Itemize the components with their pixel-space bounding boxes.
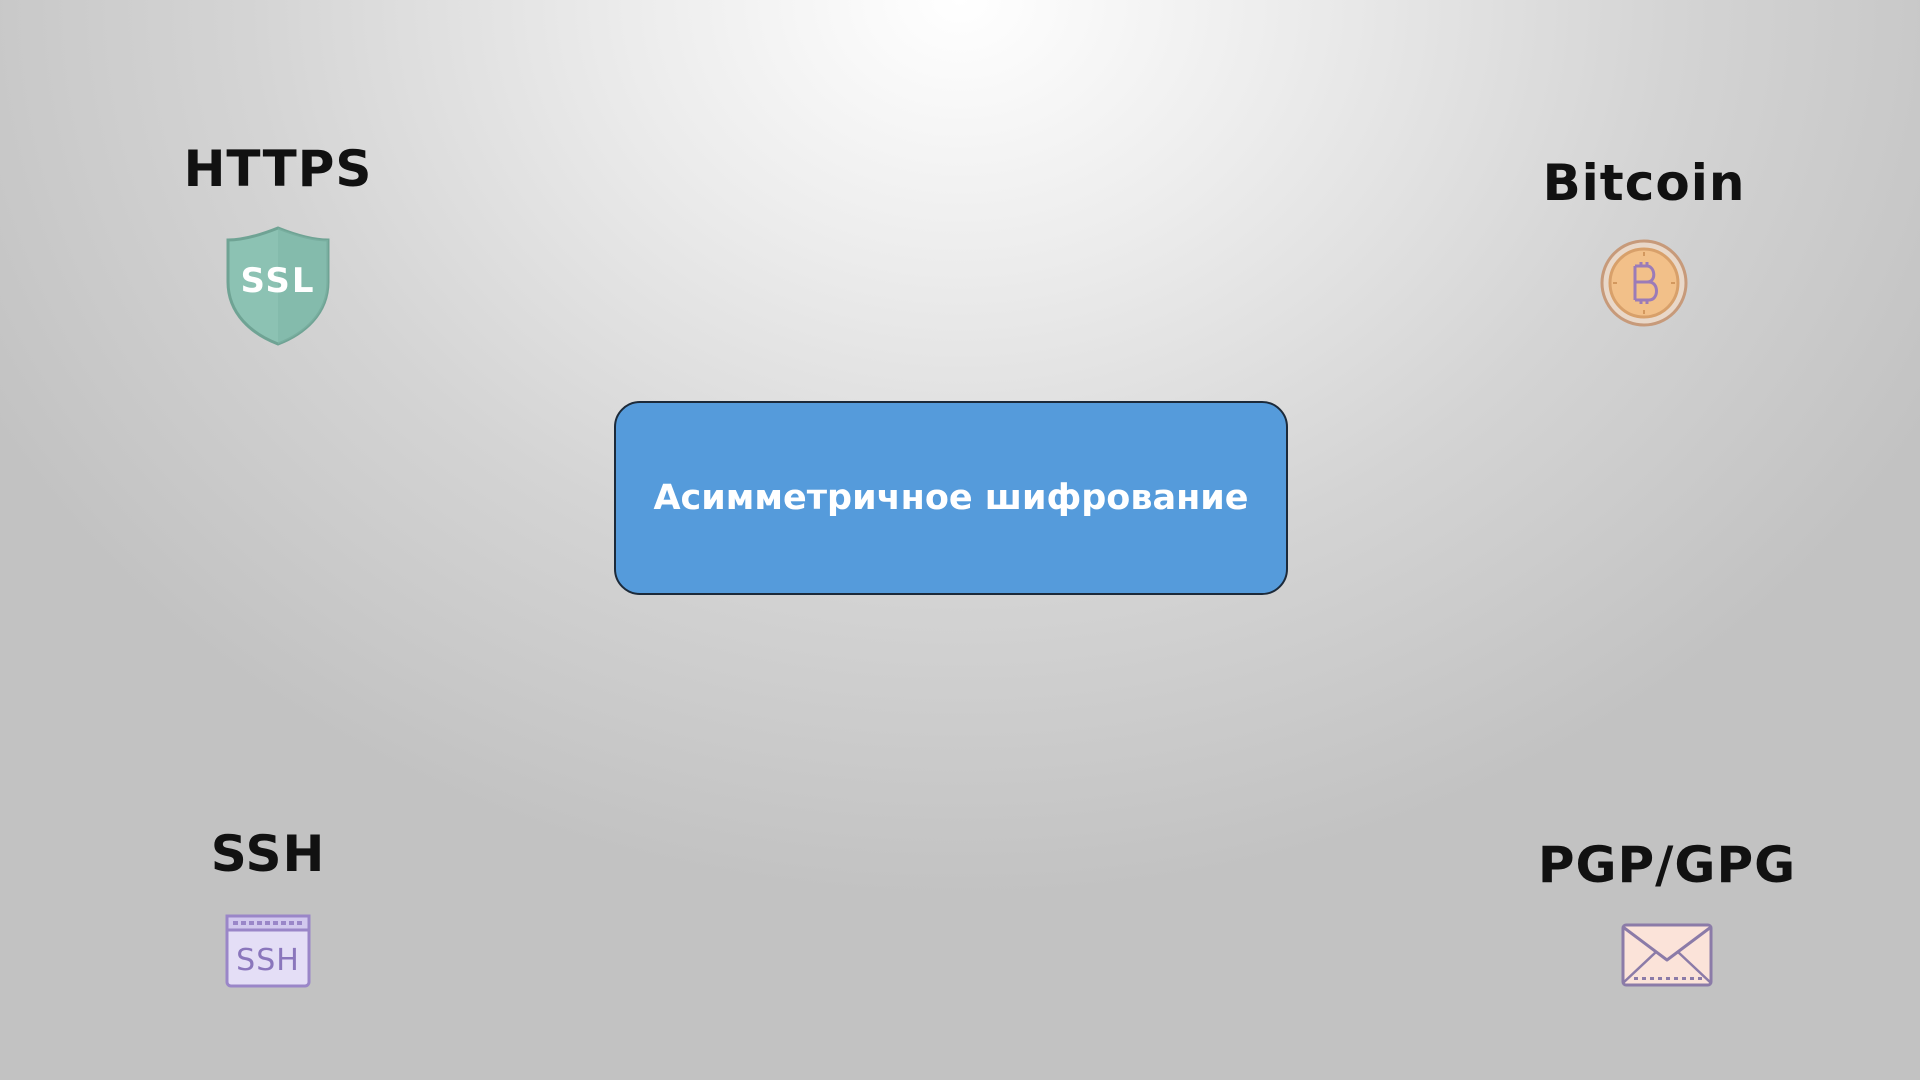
ssh-terminal-text: SSH bbox=[236, 943, 300, 978]
https-label: HTTPS bbox=[183, 140, 373, 198]
ssh-label: SSH bbox=[210, 825, 326, 883]
ssh-node: SSH SSH bbox=[178, 825, 358, 989]
https-node: HTTPS SSL bbox=[178, 140, 378, 348]
pgp-gpg-label: PGP/GPG bbox=[1537, 836, 1797, 894]
ssl-shield-text: SSL bbox=[240, 261, 315, 301]
ssl-shield-icon: SSL bbox=[226, 226, 330, 346]
bitcoin-coin-icon bbox=[1600, 239, 1688, 327]
asymmetric-encryption-label: Асимметричное шифрование bbox=[653, 478, 1249, 518]
bitcoin-node: Bitcoin bbox=[1534, 154, 1754, 328]
envelope-icon bbox=[1621, 923, 1713, 987]
ssh-terminal-icon: SSH bbox=[225, 914, 311, 988]
bitcoin-label: Bitcoin bbox=[1542, 154, 1746, 212]
pgp-gpg-node: PGP/GPG bbox=[1512, 836, 1822, 988]
asymmetric-encryption-box: Асимметричное шифрование bbox=[614, 401, 1288, 595]
